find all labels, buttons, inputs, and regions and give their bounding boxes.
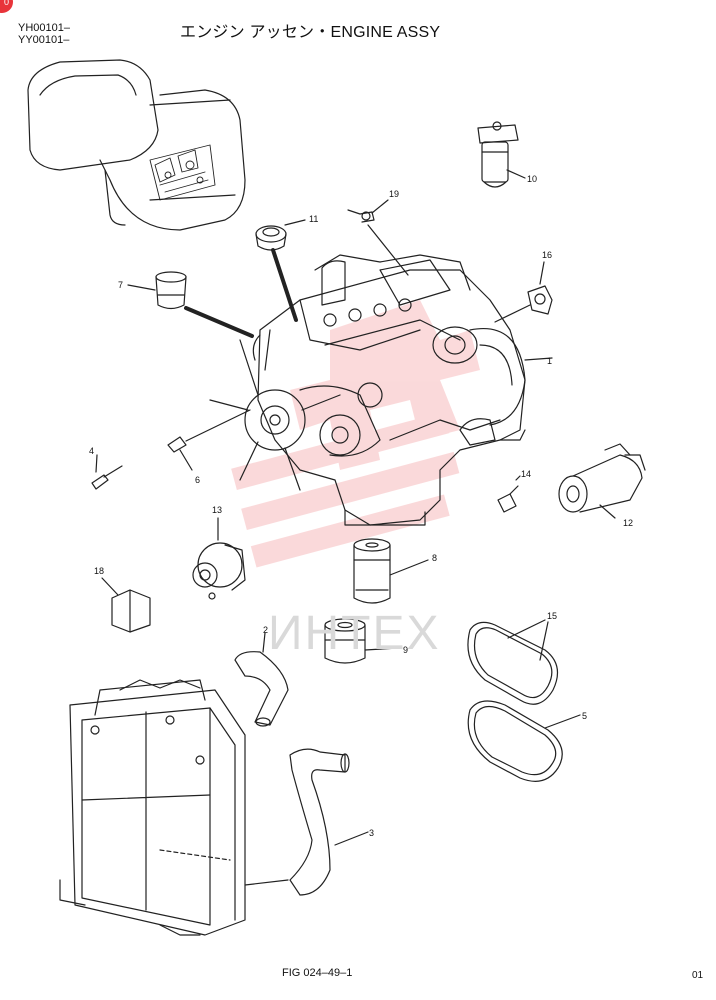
part-16-gasket [494,261,553,323]
part-7-filter [127,271,254,338]
figure-reference: FIG 024–49–1 [282,967,353,979]
watermark-text: ИНТЕХ [268,607,441,660]
part-8-oil-filter [353,538,429,604]
part-4-glow-plug [91,454,123,490]
part-9-filter [324,618,399,664]
callout-9: 9 [403,645,409,655]
callout-18: 18 [94,566,105,576]
corner-badge: 0 [0,0,13,13]
part-13-alternator [192,517,246,600]
part-1-engine [209,254,553,526]
callout-14: 14 [521,469,532,479]
part-3-hose [289,748,369,896]
page-number: 01 [692,970,704,981]
part-11-thermostat [255,219,306,322]
part-10-fuel-filter [477,121,526,188]
callout-4: 4 [89,446,95,456]
callout-19: 19 [389,189,400,199]
radiator [59,679,289,936]
page-title: エンジン アッセン・ENGINE ASSY [180,24,441,41]
callout-13: 13 [212,505,223,515]
part-14-switch [497,475,521,513]
callout-5: 5 [582,711,588,721]
callout-15: 15 [547,611,558,621]
part-2-hose [234,632,289,727]
machine-overview-sketch [27,59,246,231]
callout-16: 16 [542,250,553,260]
callout-3: 3 [369,828,375,838]
part-19-sensor [347,199,409,276]
callout-2: 2 [263,625,269,635]
callout-12: 12 [623,518,634,528]
part-5-belt [467,700,581,782]
callout-6: 6 [195,475,201,485]
part-18-bracket [101,577,151,633]
part-6-plug [167,409,251,471]
model-code-2: YY00101– [18,34,70,46]
callout-7: 7 [118,280,124,290]
model-code-1: YH00101– [18,22,70,34]
callout-1: 1 [547,356,553,366]
callout-11: 11 [309,214,319,224]
part-15-belt [467,619,559,705]
callout-10: 10 [527,174,538,184]
part-12-starter [558,443,646,519]
callout-8: 8 [432,553,438,563]
